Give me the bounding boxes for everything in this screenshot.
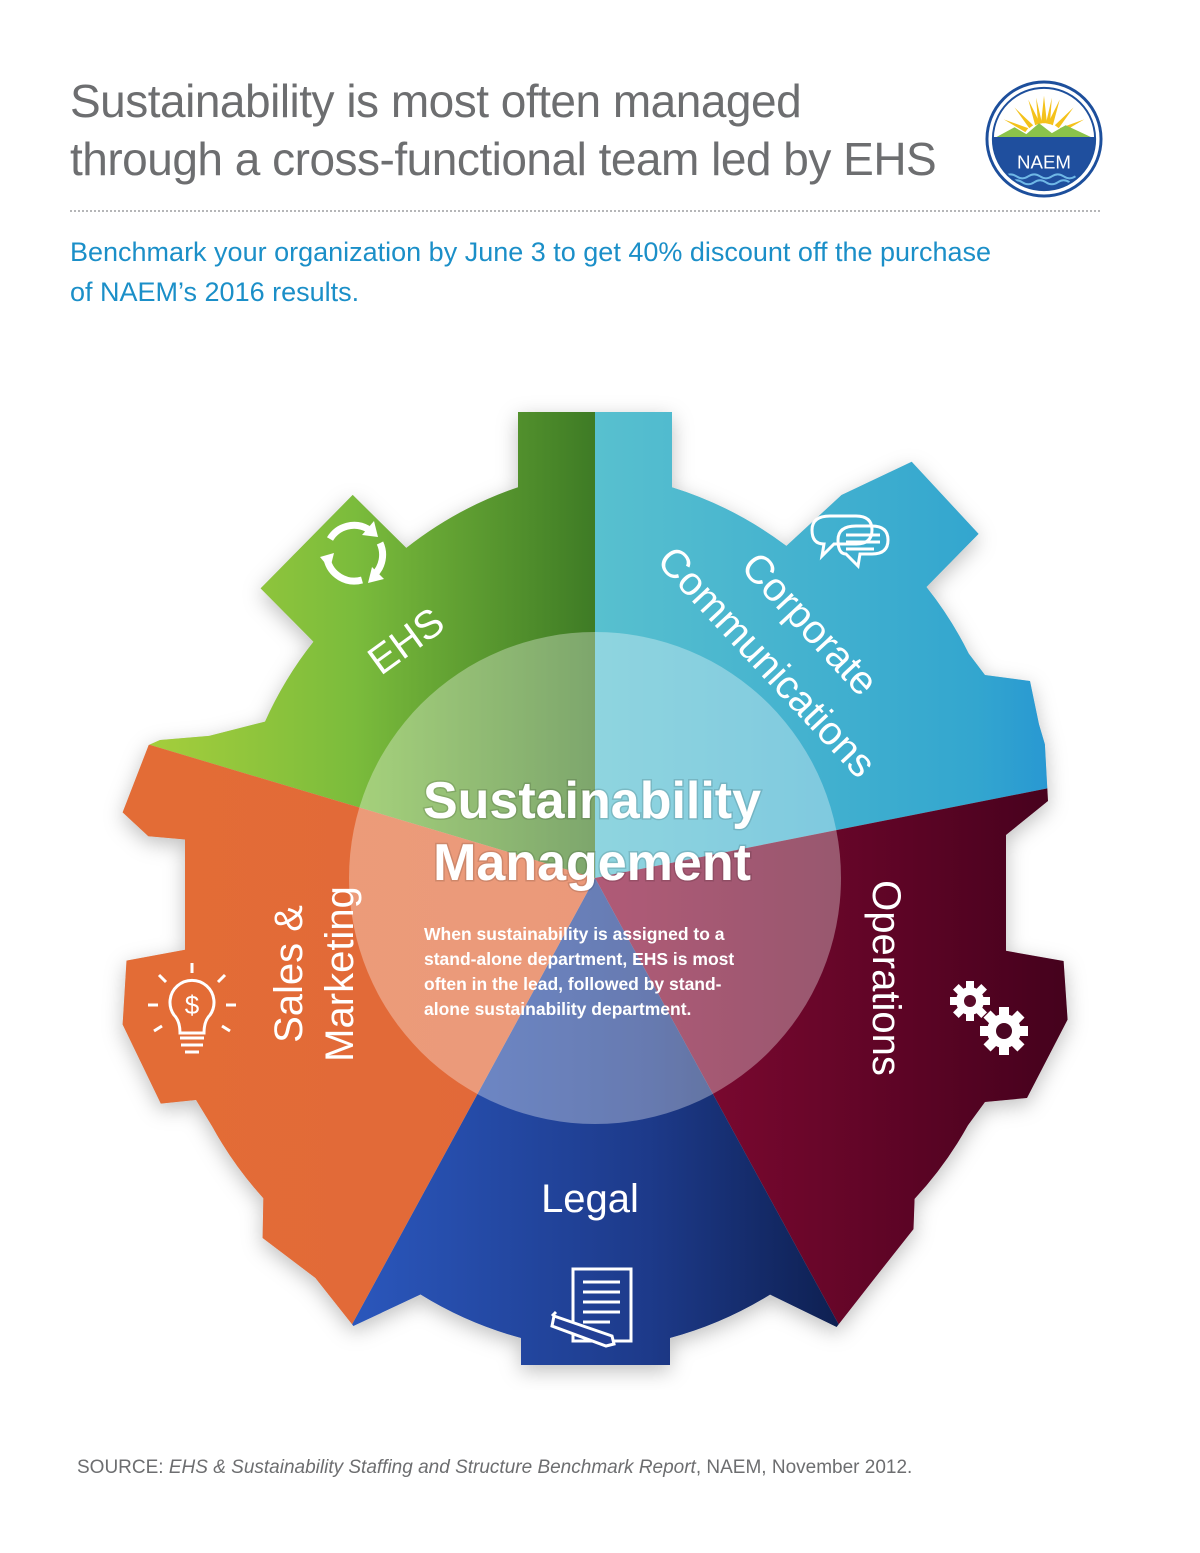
lightbulb-dollar-icon: $ (148, 963, 236, 1054)
page-title: Sustainability is most often managed thr… (70, 72, 1000, 188)
naem-logo: NAEM (985, 80, 1103, 198)
center-circle (349, 632, 841, 1124)
center-body-line-4: alone sustainability department. (424, 999, 691, 1019)
center-body-line-1: When sustainability is assigned to a (424, 924, 725, 944)
sm-label-line-1: Sales & (267, 905, 311, 1043)
recycle-icon (320, 521, 387, 585)
center-title-line-1: Sustainability (423, 772, 761, 830)
gears-icon (950, 981, 1028, 1055)
title-line-1: Sustainability is most often managed (70, 75, 802, 127)
center-body-line-2: stand-alone department, EHS is most (424, 949, 734, 969)
sm-label-line-2: Marketing (318, 886, 362, 1062)
subtitle-line-1: Benchmark your organization by June 3 to… (70, 237, 992, 267)
center-description: When sustainability is assigned to a sta… (424, 924, 734, 1019)
sales-marketing-label: Sales & Marketing (267, 886, 362, 1062)
source-suffix: , NAEM, November 2012. (695, 1457, 913, 1478)
source-report: EHS & Sustainability Staffing and Struct… (168, 1457, 696, 1478)
operations-label: Operations (864, 880, 908, 1076)
logo-text: NAEM (1017, 152, 1071, 173)
center-title-line-2: Management (433, 834, 751, 892)
segment-legal (300, 878, 880, 1365)
speech-bubbles-icon (810, 514, 890, 570)
center-title: Sustainability Management (421, 771, 762, 894)
subtitle-line-2: of NAEM’s 2016 results. (70, 277, 360, 307)
subtitle: Benchmark your organization by June 3 to… (70, 232, 1130, 312)
legal-label: Legal (541, 1177, 639, 1221)
sustainability-gear-diagram: Sustainability Management When sustainab… (122, 412, 1068, 1365)
svg-text:$: $ (185, 990, 200, 1020)
document-pen-icon (550, 1267, 633, 1348)
source-citation: SOURCE: EHS & Sustainability Staffing an… (77, 1455, 1127, 1481)
source-prefix: SOURCE: (77, 1457, 169, 1478)
dotted-divider (70, 210, 1100, 212)
center-body-line-3: often in the lead, followed by stand- (424, 974, 722, 994)
title-line-2: through a cross-functional team led by E… (70, 133, 937, 185)
